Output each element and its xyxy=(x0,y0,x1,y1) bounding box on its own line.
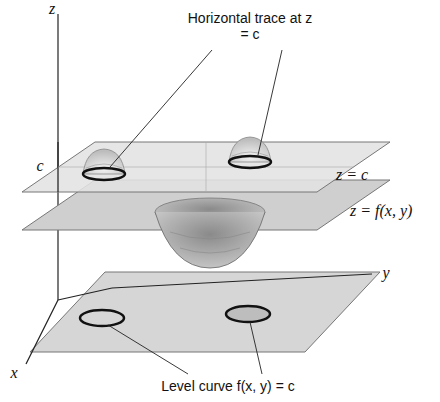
level-curve-caption: Level curve f(x, y) = c xyxy=(161,378,294,394)
height-label: c xyxy=(36,157,43,175)
axis-label: x xyxy=(10,364,17,382)
surface-label: z = f(x, y) xyxy=(350,202,412,220)
trace-caption: Horizontal trace at z = c xyxy=(185,10,315,42)
plane-label: z = c xyxy=(336,166,368,184)
axis-label: y xyxy=(382,264,389,282)
axis-label: z xyxy=(49,0,55,18)
